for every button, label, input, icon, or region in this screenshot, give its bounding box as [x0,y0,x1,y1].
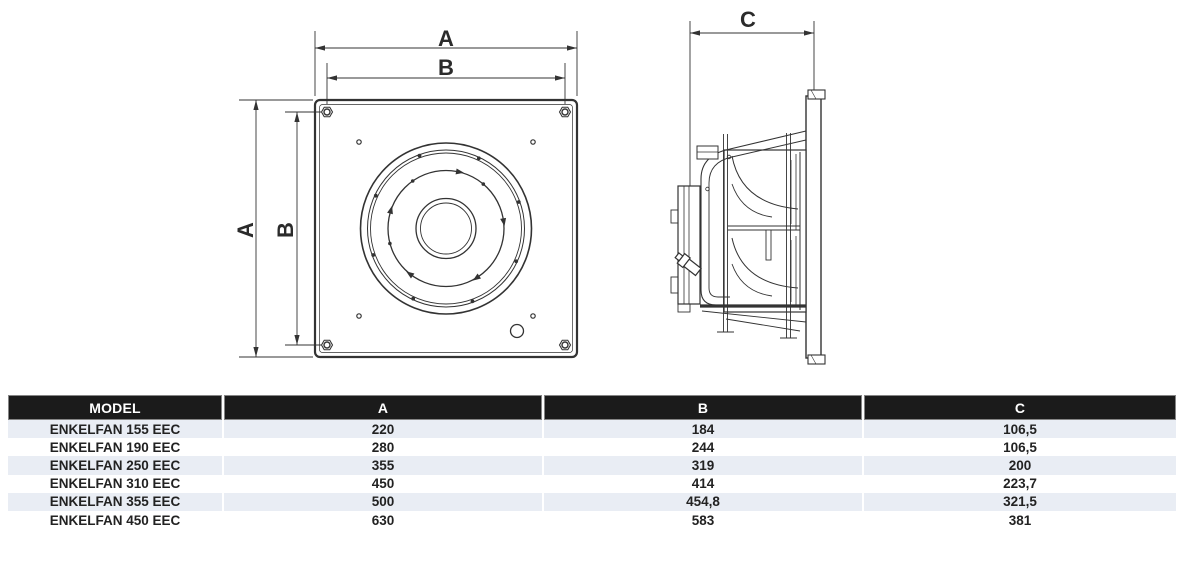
cable-gland-hole [509,323,525,339]
dimensions-table: MODEL A B C ENKELFAN 155 EEC 220 184 106… [8,395,1176,529]
header-model: MODEL [8,395,222,420]
cell-a: 280 [371,439,395,455]
motor-block [670,145,719,313]
cell-b: 583 [691,512,715,528]
cell-c: 200 [864,456,1176,475]
dim-label-c: C [740,7,756,32]
cell-b: 454,8 [544,492,862,511]
dim-label-b-top: B [438,55,454,80]
cell-a: 500 [224,492,542,511]
cell-c: 106,5 [1003,439,1037,455]
dim-label-b-left: B [273,222,298,238]
cell-b: 244 [691,439,715,455]
cell-a: 220 [224,420,542,439]
dimension-b-left: B [273,112,321,345]
cell-a: 450 [371,476,395,492]
front-plate [313,98,579,359]
rivet-dots [371,153,521,304]
table-row: ENKELFAN 190 EEC 280 244 106,5 [8,438,1176,456]
header-c: C [864,395,1176,420]
cell-model: ENKELFAN 250 EEC [8,456,222,475]
cell-model: ENKELFAN 155 EEC [8,420,222,439]
side-mounting-plate [805,89,826,365]
cell-c: 381 [1008,512,1032,528]
dimension-a-left: A [233,100,313,357]
table-row: ENKELFAN 450 EEC 630 583 381 [8,511,1176,529]
technical-drawings: A B A [233,7,826,365]
front-view-drawing: A B A [233,26,579,359]
cell-model: ENKELFAN 355 EEC [8,492,222,511]
cell-c: 223,7 [1003,476,1037,492]
cell-b: 414 [691,476,715,492]
cable-gland [674,252,702,277]
dimension-b-top: B [327,55,565,104]
cell-a: 630 [371,512,395,528]
inner-fixing-holes [356,139,536,319]
header-a: A [224,395,542,420]
cell-model: ENKELFAN 310 EEC [49,476,181,492]
cell-b: 184 [544,420,862,439]
dimension-a-top: A [315,26,577,96]
guard-struts [717,133,797,338]
impeller-housing [723,149,807,313]
cell-c: 321,5 [864,492,1176,511]
table-header-row: MODEL A B C [8,395,1176,420]
cell-b: 319 [544,456,862,475]
side-view-drawing: C [670,7,826,365]
dim-label-a-top: A [438,26,454,51]
table-row: ENKELFAN 155 EEC 220 184 106,5 [8,420,1176,439]
rotation-arrows [387,168,507,281]
housing-base [700,306,806,331]
cell-model: ENKELFAN 450 EEC [49,512,181,528]
table-row: ENKELFAN 310 EEC 450 414 223,7 [8,475,1176,493]
table-row: ENKELFAN 355 EEC 500 454,8 321,5 [8,492,1176,511]
fan-rings [359,142,533,315]
dim-label-a-left: A [233,222,258,238]
cell-c: 106,5 [864,420,1176,439]
front-plate-inner-edge [319,104,573,353]
cell-a: 355 [224,456,542,475]
cell-model: ENKELFAN 190 EEC [49,439,181,455]
dimension-c: C [690,7,814,186]
header-b: B [544,395,862,420]
table-row: ENKELFAN 250 EEC 355 319 200 [8,456,1176,475]
corner-bolt-holes [320,106,572,351]
